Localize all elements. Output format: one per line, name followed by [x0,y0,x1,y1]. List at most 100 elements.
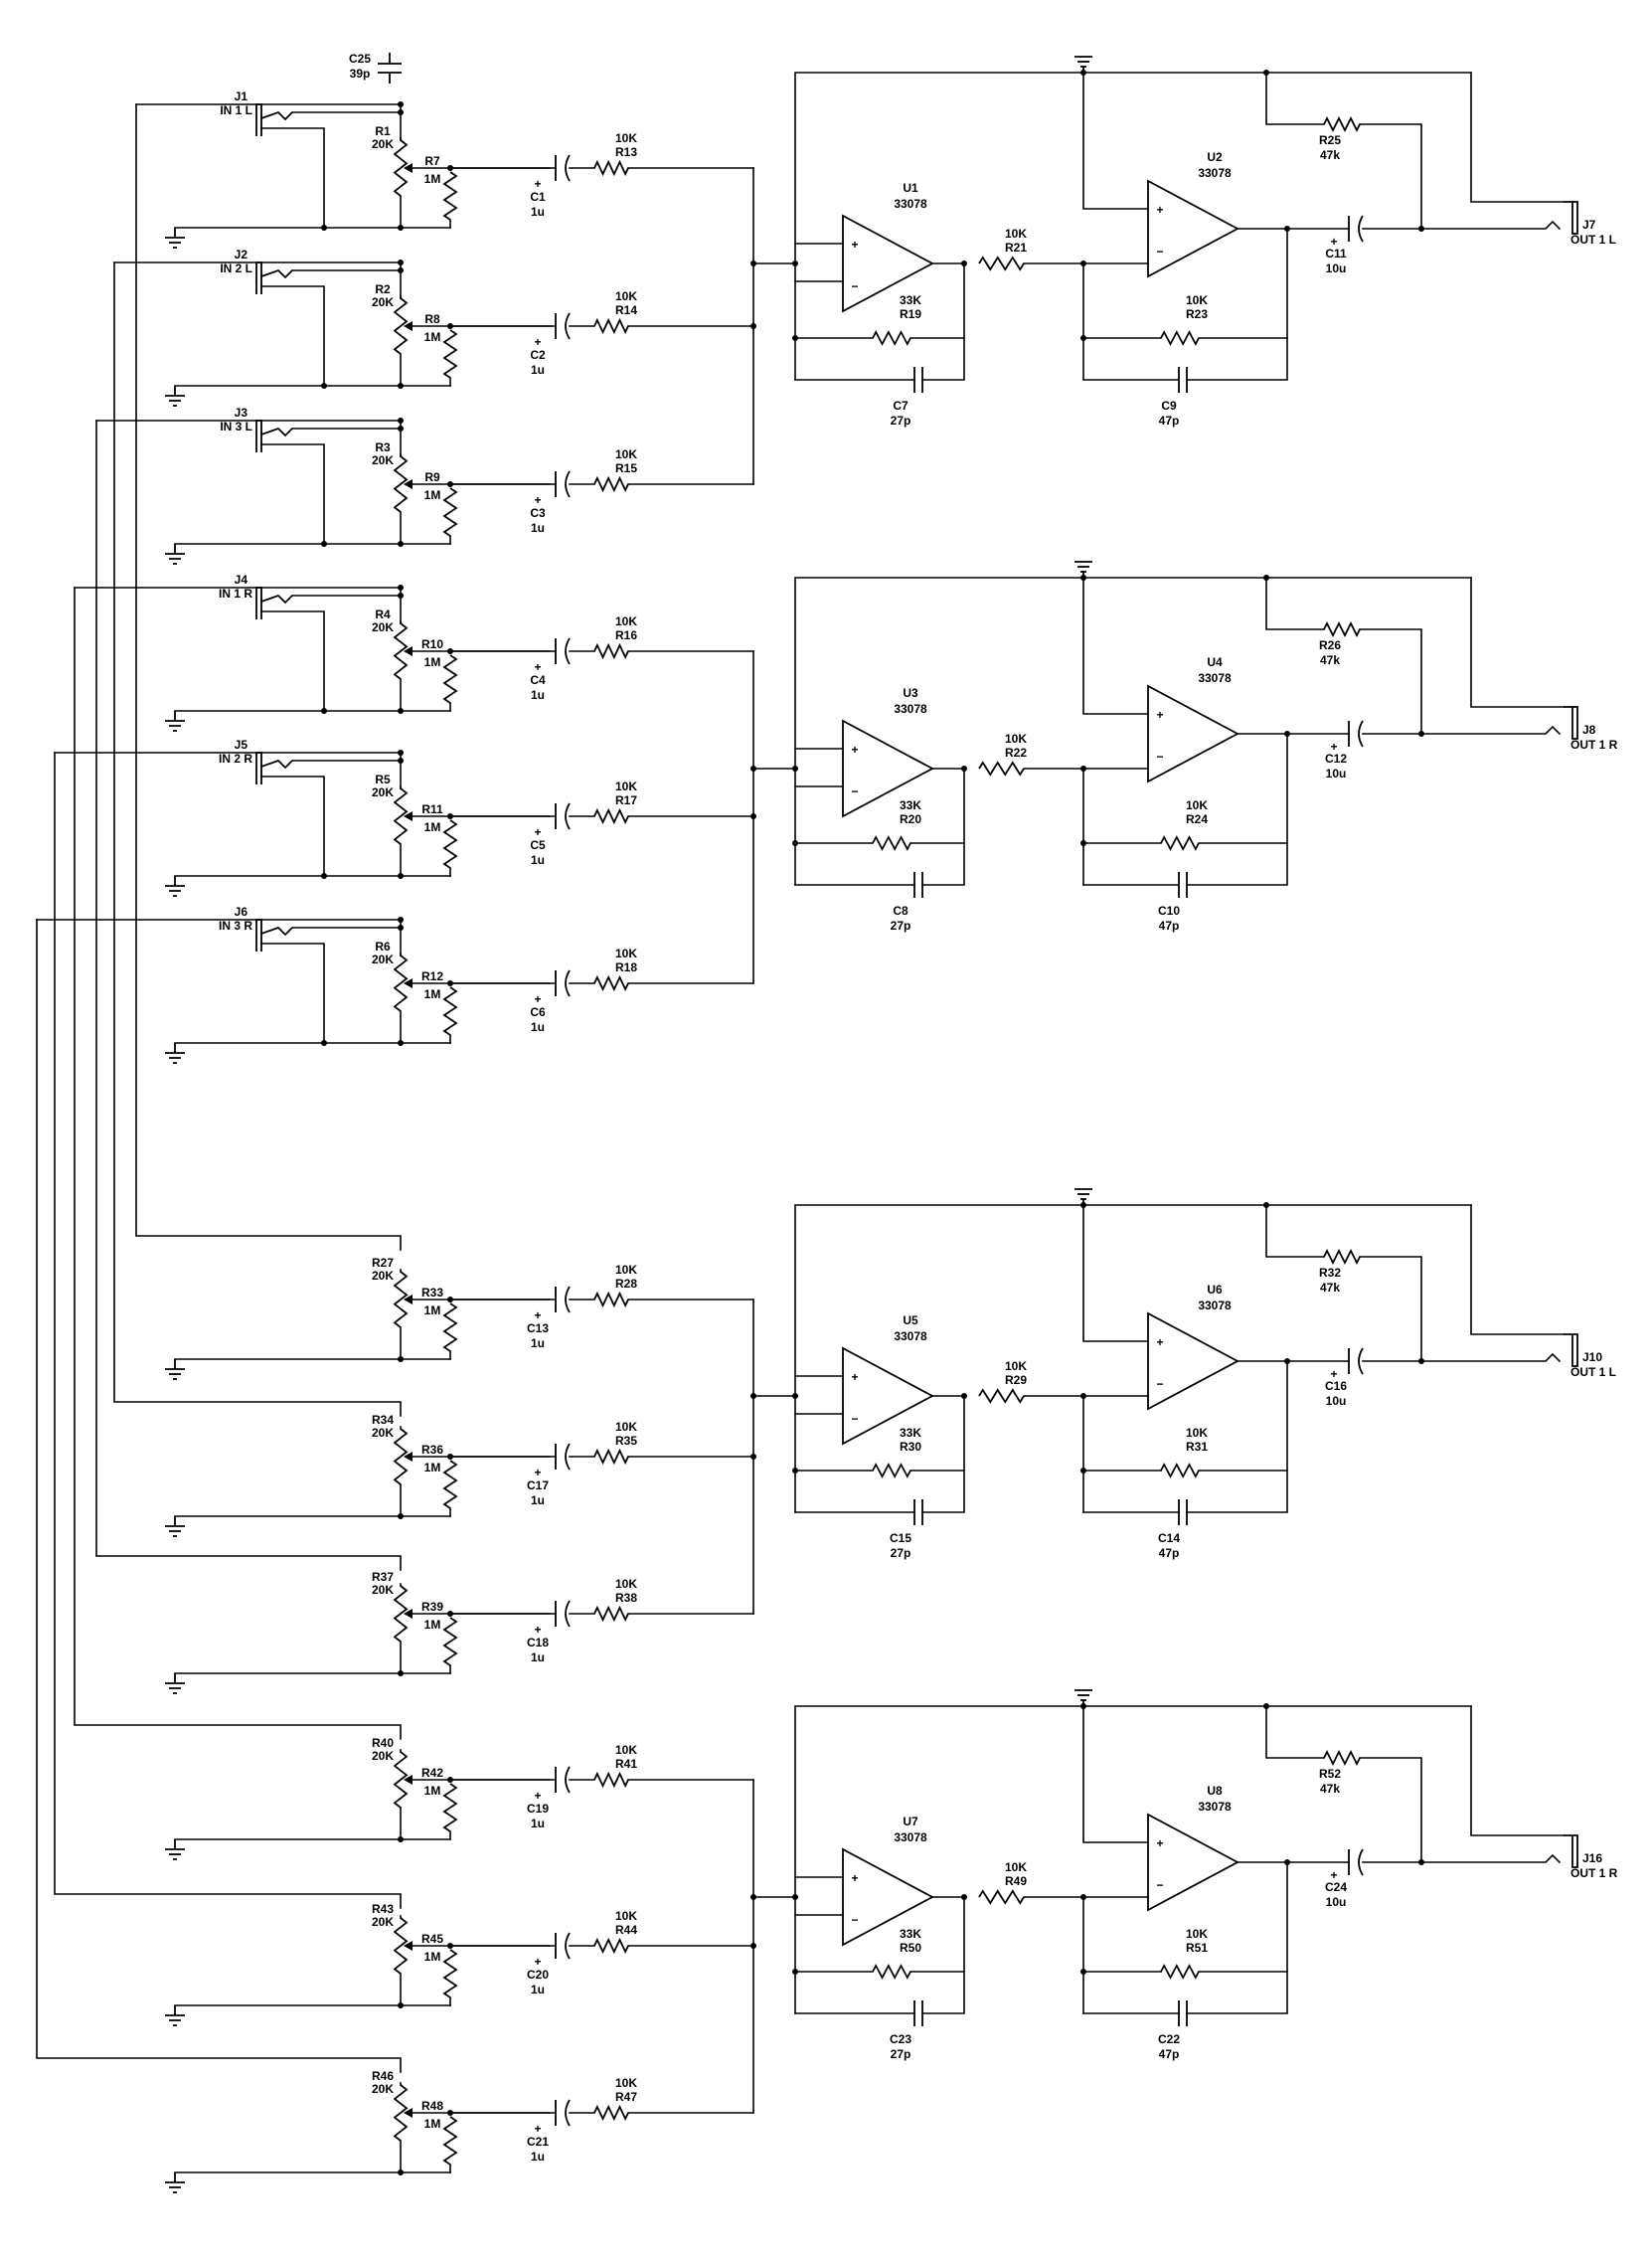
wire [794,243,844,264]
jack-tip [260,268,293,279]
wiper-arrow [404,479,413,489]
opamp-symbol [1147,1311,1239,1411]
polarity-mark: + [1156,1335,1163,1349]
label: 1u [531,1983,545,1996]
capacitor-plate-curved [565,470,571,498]
label: 20K [372,453,394,467]
label: IN 3 L [220,420,252,434]
junction-dot [398,541,404,547]
wire [794,1705,1472,1878]
resistor [593,1448,629,1466]
label: 10u [1326,261,1347,275]
wiper-arrow [404,163,413,173]
label: 33078 [1198,166,1232,180]
polarity-mark: + [534,992,541,1006]
wire [260,610,325,712]
label: C22 [1158,2032,1180,2046]
label: 10K [1005,732,1027,746]
label: R26 [1319,638,1341,652]
label: C8 [893,904,909,918]
junction-dot [1080,1468,1086,1474]
label: 20K [372,137,394,151]
wire [1265,72,1325,125]
polarity-mark: + [534,1955,541,1969]
label: 1u [531,688,545,702]
label: 1u [531,1020,545,1034]
label: 10K [615,447,637,461]
polarity-mark: − [851,784,858,798]
label: 1u [531,363,545,377]
polarity-mark: + [534,177,541,191]
label: 1M [424,172,441,186]
junction-dot [398,917,404,923]
label: R40 [372,1736,394,1750]
junction-dot [750,1943,756,1949]
label: U8 [1207,1784,1223,1798]
resistor [978,1388,1025,1404]
polarity-mark: − [851,1913,858,1927]
wiper-arrow [404,811,413,821]
label: 20K [372,1749,394,1763]
wire [260,285,325,387]
label: R48 [421,2099,443,2113]
resistor [593,974,629,992]
label: 47p [1159,414,1180,428]
polarity-mark: + [534,1623,541,1637]
polarity-mark: + [534,825,541,839]
label: 1u [531,521,545,535]
label: 10K [1186,1426,1208,1440]
label: 47p [1159,919,1180,933]
resistor [393,2084,409,2142]
jack-sleeve [255,752,262,784]
jack-sleeve [255,587,262,619]
label: R49 [1005,1874,1027,1888]
label: R39 [421,1600,443,1614]
polarity-mark: − [1156,750,1163,764]
label: 10K [615,614,637,628]
label: R37 [372,1570,394,1584]
label: R16 [615,628,637,642]
label: R41 [615,1757,637,1771]
wire [74,587,402,1740]
wire [1359,123,1422,230]
capacitor-plate-curved [565,1932,571,1960]
junction-dot [750,813,756,819]
label: J10 [1582,1350,1602,1364]
label: R51 [1186,1941,1208,1955]
resistor [393,1917,409,1975]
label: U3 [903,686,918,700]
wire [1186,1360,1288,1513]
wire [1470,1705,1565,1836]
label: 20K [372,1915,394,1929]
resistor [442,487,458,537]
label: IN 2 R [219,752,252,766]
label: R22 [1005,746,1027,760]
label: C10 [1158,904,1180,918]
label: 10K [615,947,637,960]
label: 10K [615,780,637,793]
capacitor-plate-curved [565,802,571,830]
junction-dot [398,1513,404,1519]
label: 10u [1326,1394,1347,1408]
junction-dot [398,260,404,265]
junction-dot [750,1454,756,1460]
label: 33078 [894,197,927,211]
label: 27p [891,414,911,428]
jack-tip [260,926,293,937]
junction-dot [398,585,404,591]
label: 47k [1320,653,1340,667]
label: 33078 [894,1329,927,1343]
label: OUT 1 R [1570,1866,1618,1880]
label: R44 [615,1923,637,1937]
resistor [593,317,629,335]
label: 10K [1186,798,1208,812]
junction-dot [792,1468,798,1474]
capacitor-plate-curved [565,154,571,182]
wire [794,577,1472,750]
wiper-arrow [404,978,413,988]
label: 10K [1186,293,1208,307]
label: J3 [235,406,248,420]
wire [1186,733,1288,886]
label: 20K [372,1269,394,1283]
